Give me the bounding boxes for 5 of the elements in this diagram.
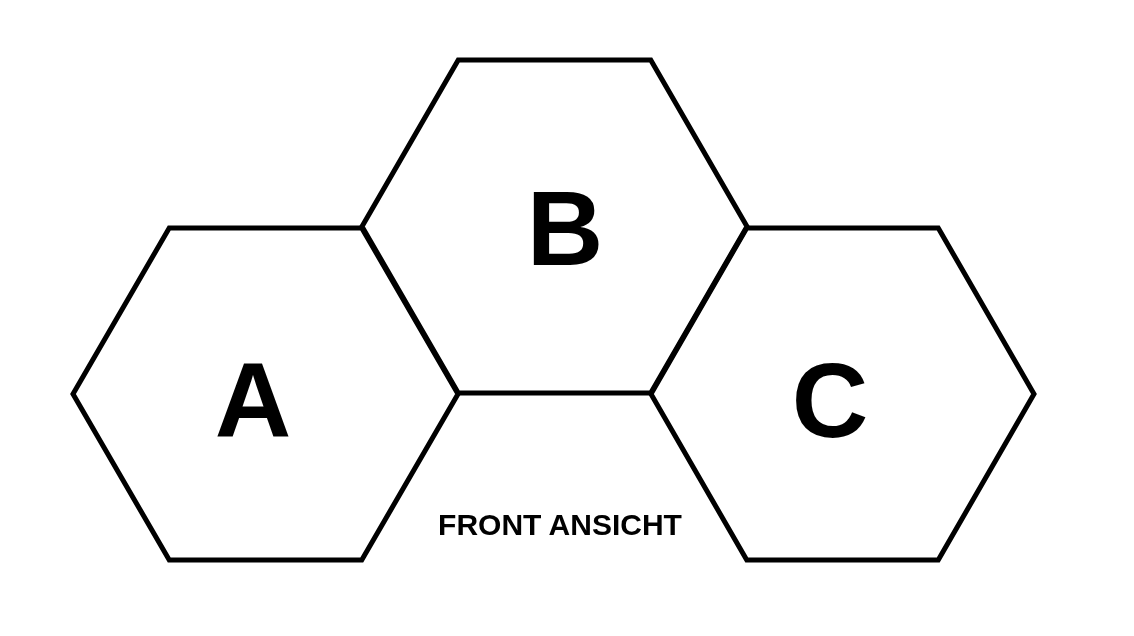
hexagon-letter: B [526, 175, 604, 281]
view-caption: FRONT ANSICHT [438, 510, 682, 540]
hexagon-letter: C [791, 347, 869, 453]
hexagon [359, 57, 750, 396]
hexagon-letter: A [214, 347, 292, 453]
